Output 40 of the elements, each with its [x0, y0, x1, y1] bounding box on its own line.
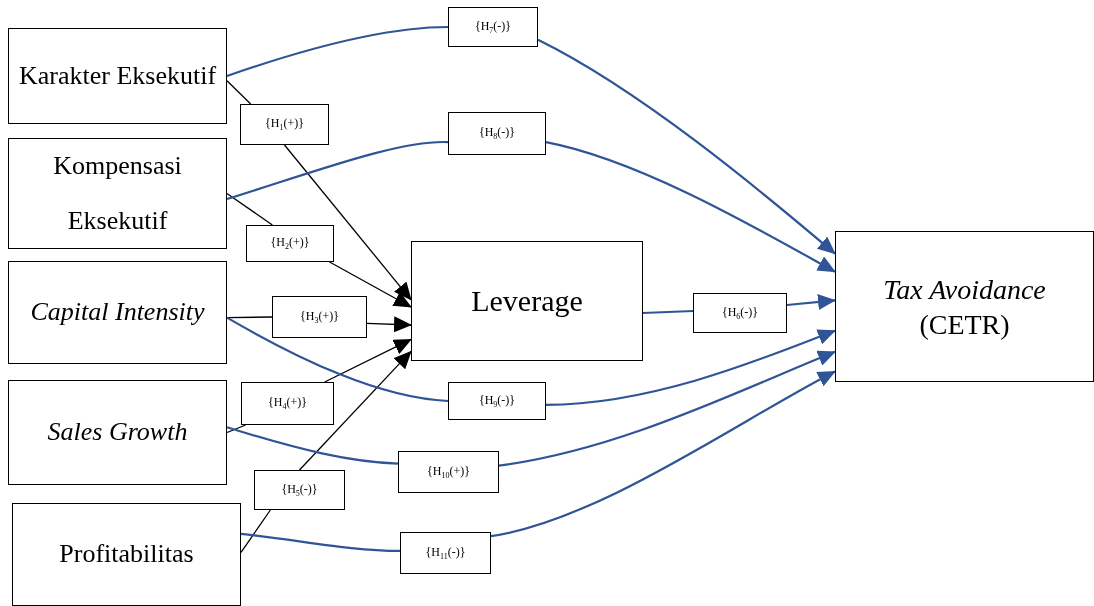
connector-line	[226, 316, 449, 403]
hypothesis-box: {H$_{4}$(+)}	[241, 382, 334, 425]
hypothesis-box: {H$_{7}$(-)}	[448, 7, 538, 47]
arrow	[283, 144, 412, 301]
connector-line	[642, 309, 694, 315]
variable-box: Leverage	[411, 241, 643, 361]
variable-box: Karakter Eksekutif	[8, 28, 227, 124]
hypothesis-box: {H$_{5}$(-)}	[254, 470, 345, 510]
hypothesis-box: {H$_{8}$(-)}	[448, 112, 546, 155]
hypothesis-box: {H$_{6}$(-)}	[693, 293, 787, 333]
connector-line	[226, 424, 247, 434]
arrow	[498, 350, 836, 467]
variable-box: Kompensasi Eksekutif	[8, 138, 227, 249]
connector-line	[226, 141, 448, 201]
variable-box: Capital Intensity	[8, 261, 227, 364]
connector-line	[226, 426, 399, 465]
variable-box: Sales Growth	[8, 380, 227, 485]
arrow	[324, 338, 412, 383]
connector-line	[226, 192, 274, 226]
connector-line	[240, 509, 272, 554]
variable-box: Tax Avoidance (CETR)	[835, 231, 1094, 382]
variable-box: Profitabilitas	[12, 503, 241, 606]
arrow	[328, 261, 412, 308]
hypothesis-box: {H$_{2}$(+)}	[246, 225, 334, 262]
hypothesis-box: {H$_{1}$(+)}	[240, 104, 329, 145]
connector-line	[240, 532, 400, 552]
connector-line	[226, 80, 252, 105]
connector-line	[226, 316, 273, 319]
arrow	[786, 294, 836, 311]
arrow	[545, 329, 836, 406]
connector-line	[226, 25, 449, 78]
arrow	[490, 370, 836, 538]
arrow	[366, 316, 412, 333]
arrow	[298, 350, 412, 471]
hypothesis-box: {H$_{3}$(+)}	[272, 296, 367, 338]
hypothesis-box: {H$_{9}$(-)}	[448, 382, 546, 420]
arrow	[545, 141, 836, 273]
hypothesis-box: {H$_{11}$(-)}	[400, 532, 491, 574]
arrow	[537, 38, 836, 255]
hypothesis-box: {H$_{10}$(+)}	[398, 451, 499, 493]
